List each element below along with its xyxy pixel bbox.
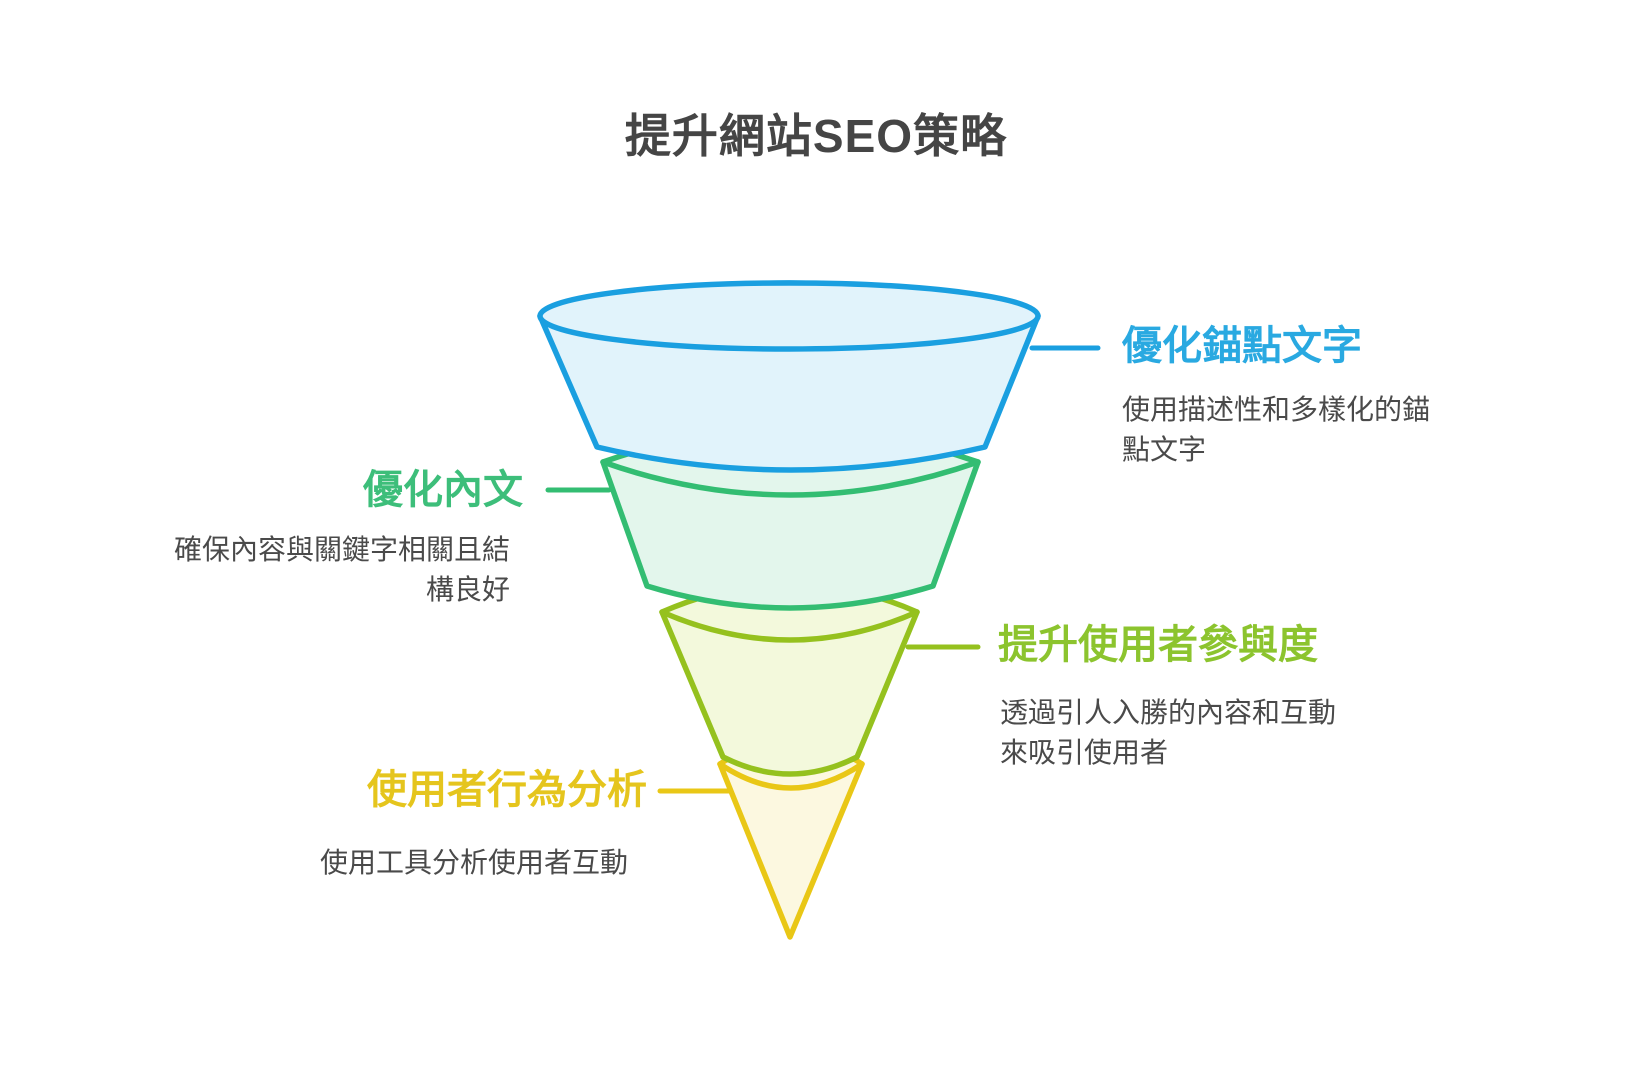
stage-behavior-front-rim	[717, 761, 865, 791]
page-title: 提升網站SEO策略	[624, 110, 1008, 162]
stage-description-behavior: 使用工具分析使用者互動	[319, 847, 628, 878]
stage-content-front-rim	[600, 459, 981, 498]
stage-label-anchor-text: 優化錨點文字	[1122, 324, 1362, 368]
funnel-stage-content-shape	[600, 426, 981, 611]
stage-description-content: 確保內容與關鍵字相關且結構良好	[173, 534, 510, 605]
stage-description-anchor-text: 使用描述性和多樣化的錨點文字	[1122, 394, 1431, 465]
stage-engagement-front-rim	[659, 609, 920, 643]
stage-anchor-text-top-ellipse	[537, 280, 1041, 352]
stage-label-behavior: 使用者行為分析	[367, 768, 647, 812]
stage-engagement-body	[659, 581, 920, 777]
funnel-stage-engagement-shape	[659, 581, 920, 777]
funnel-stage-anchor-text-shape	[537, 280, 1041, 473]
stage-label-content: 優化內文	[363, 468, 523, 512]
stage-description-engagement: 透過引人入勝的內容和互動來吸引使用者	[1000, 697, 1337, 768]
stage-label-engagement: 提升使用者參與度	[998, 623, 1318, 667]
